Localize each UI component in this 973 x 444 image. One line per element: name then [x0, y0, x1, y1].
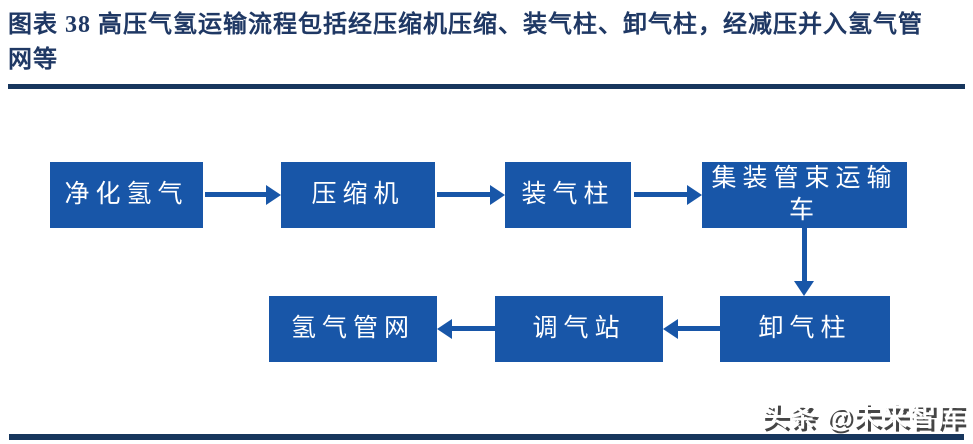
arrow-shaft	[677, 326, 722, 331]
arrow-shaft	[451, 326, 496, 331]
figure-title: 图表 38 高压气氢运输流程包括经压缩机压缩、装气柱、卸气柱，经减压并入氢气管 …	[8, 8, 968, 78]
arrow-shaft	[802, 228, 807, 282]
arrow-shaft	[437, 192, 491, 197]
flow-node-gas-unloading-column: 卸气柱	[720, 296, 890, 362]
bottom-divider	[9, 434, 964, 440]
arrow-right-icon	[266, 185, 281, 205]
flow-node-gas-loading-column: 装气柱	[505, 162, 631, 228]
figure-title-line-2: 网等	[8, 47, 58, 73]
arrow-right-icon	[490, 185, 505, 205]
arrow-left-icon	[437, 319, 452, 339]
flow-node-tube-bundle-trailer: 集装管束运输车	[702, 162, 907, 228]
flow-node-purified-hydrogen: 净化氢气	[50, 162, 203, 228]
figure-title-line-1: 图表 38 高压气氢运输流程包括经压缩机压缩、装气柱、卸气柱，经减压并入氢气管	[8, 12, 923, 38]
arrow-shaft	[634, 192, 688, 197]
flow-node-compressor: 压缩机	[281, 162, 435, 228]
flow-node-hydrogen-pipeline-network: 氢气管网	[269, 296, 437, 362]
watermark: 头条 @未来智库	[761, 402, 965, 432]
arrow-left-icon	[663, 319, 678, 339]
arrow-shaft	[205, 192, 267, 197]
title-divider	[8, 84, 965, 89]
flow-node-gas-regulating-station: 调气站	[495, 296, 663, 362]
arrow-right-icon	[687, 185, 702, 205]
arrow-down-icon	[794, 281, 814, 296]
